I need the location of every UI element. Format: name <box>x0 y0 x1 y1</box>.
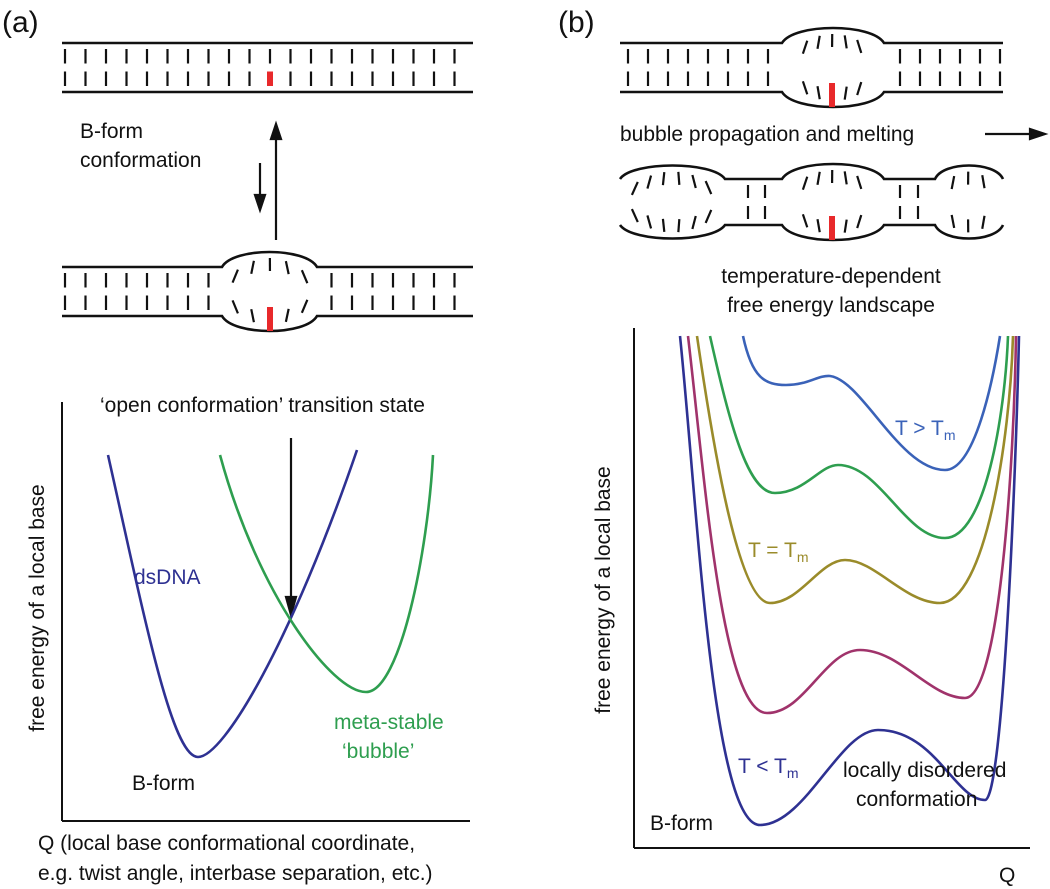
base-pair-tick <box>231 299 239 314</box>
t-above-tm-label: T > Tm <box>895 417 956 443</box>
base-pair-tick <box>691 215 697 230</box>
landscape-title-line1: temperature-dependent <box>721 265 941 288</box>
base-pair-tick <box>646 175 653 189</box>
base-pair-tick <box>801 80 809 95</box>
bubble-curve-label-line1: meta-stable <box>334 711 444 734</box>
dna-duplex-closed <box>62 41 473 94</box>
bubble-energy-curve <box>218 454 435 694</box>
dna-multiple-bubbles <box>618 162 1005 242</box>
t-below-tm-sub: m <box>787 765 799 781</box>
base-pair-tick <box>691 174 697 189</box>
panel-b-label: (b) <box>558 6 595 39</box>
base-pair-tick <box>250 260 255 275</box>
base-pair-tick <box>856 214 863 229</box>
base-pair-tick <box>630 181 639 196</box>
base-pair-tick <box>843 35 848 49</box>
t-below-tm-label: T < Tm <box>738 755 799 781</box>
base-pair-tick <box>816 35 821 49</box>
b-form-minimum-label-a: B-form <box>132 772 195 795</box>
curve-t-above-tm <box>741 335 1002 472</box>
mismatch-marker <box>267 71 273 86</box>
t-above-tm-main: T > T <box>895 417 944 440</box>
equilibrium-label-line2: conformation <box>80 149 201 172</box>
base-pair-tick <box>250 308 255 323</box>
transition-arrow <box>284 438 298 620</box>
dna-top-strand <box>618 162 1005 181</box>
base-pair-tick <box>300 299 309 314</box>
dna-single-bubble <box>620 26 1003 109</box>
x-axis-label-a-line1: Q (local base conformational coordinate, <box>38 832 415 855</box>
transition-state-label: ‘open conformation’ transition state <box>100 394 425 417</box>
dna-bottom-strand <box>618 223 1005 242</box>
base-pair-tick <box>300 269 309 284</box>
up-arrow-head <box>269 120 283 141</box>
base-pair-tick <box>981 175 986 189</box>
base-pair-tick <box>801 40 809 55</box>
propagation-arrow-head <box>1028 127 1049 141</box>
curve-t-below-tm <box>678 335 1021 827</box>
transition-arrow-head <box>284 595 298 620</box>
x-axis-label-a-line2: e.g. twist angle, interbase separation, … <box>38 862 433 885</box>
base-pair-tick <box>843 86 848 100</box>
t-equals-tm-sub: m <box>797 549 809 565</box>
base-pair-tick <box>801 176 809 191</box>
bubble-curve-label-line2: ‘bubble’ <box>342 740 414 763</box>
dsdna-energy-curve <box>106 449 359 759</box>
base-pair-tick <box>816 86 821 100</box>
base-pair-tick <box>661 172 666 186</box>
panel-a-label: (a) <box>2 6 39 39</box>
base-pair-tick <box>661 218 666 232</box>
base-pair-tick <box>950 175 956 190</box>
disordered-label-line1: locally disordered <box>843 759 1006 782</box>
curve-t-mid-high <box>708 335 1010 540</box>
base-pair-tick <box>843 219 848 233</box>
b-form-minimum-label-b: B-form <box>650 812 713 835</box>
equilibrium-label-line1: B-form <box>80 120 143 143</box>
equilibrium-arrows <box>253 120 283 240</box>
base-pair-tick <box>704 209 713 224</box>
dsdna-curve-label: dsDNA <box>134 566 201 589</box>
base-pair-tick <box>856 39 863 54</box>
axes-b <box>633 328 1030 849</box>
y-axis-label-a: free energy of a local base <box>26 484 49 732</box>
base-pair-tick <box>677 219 681 233</box>
base-pair-tick <box>231 269 239 284</box>
base-pair-tick <box>843 171 848 185</box>
base-pair-tick <box>284 260 290 275</box>
base-pair-tick <box>856 175 863 190</box>
y-axis-label-b: free energy of a local base <box>592 466 615 714</box>
propagation-arrow <box>985 127 1049 141</box>
down-arrow-head <box>253 193 267 214</box>
base-pair-tick <box>284 308 290 323</box>
landscape-title-line2: free energy landscape <box>727 294 935 317</box>
dna-duplex-bubble <box>62 250 473 333</box>
x-axis-label-b: Q <box>999 864 1015 887</box>
base-pair-tick <box>981 215 986 229</box>
base-pair-tick <box>646 215 653 229</box>
curve-t-mid-low <box>686 335 1018 715</box>
base-pair-tick <box>816 219 821 233</box>
t-equals-tm-label: T = Tm <box>748 539 809 565</box>
base-pair-tick <box>856 81 863 96</box>
base-pair-tick <box>677 171 681 185</box>
axes-a <box>61 402 470 822</box>
disordered-label-line2: conformation <box>856 788 977 811</box>
base-pair-tick <box>950 214 956 229</box>
dna-top-strand <box>620 26 1003 45</box>
propagation-label: bubble propagation and melting <box>620 123 914 146</box>
t-above-tm-sub: m <box>944 427 956 443</box>
base-pair-tick <box>630 208 639 223</box>
curve-t-equals-tm <box>695 335 1015 605</box>
base-pair-tick <box>816 171 821 185</box>
base-pair-tick <box>801 213 809 228</box>
dna-top-strand <box>62 250 473 269</box>
t-below-tm-main: T < T <box>738 755 787 778</box>
dna-bottom-strand <box>620 90 1003 109</box>
mismatch-marker <box>829 216 835 240</box>
base-pair-tick <box>704 180 713 195</box>
mismatch-marker <box>267 307 273 331</box>
t-equals-tm-main: T = T <box>748 539 797 562</box>
mismatch-marker <box>829 83 835 107</box>
